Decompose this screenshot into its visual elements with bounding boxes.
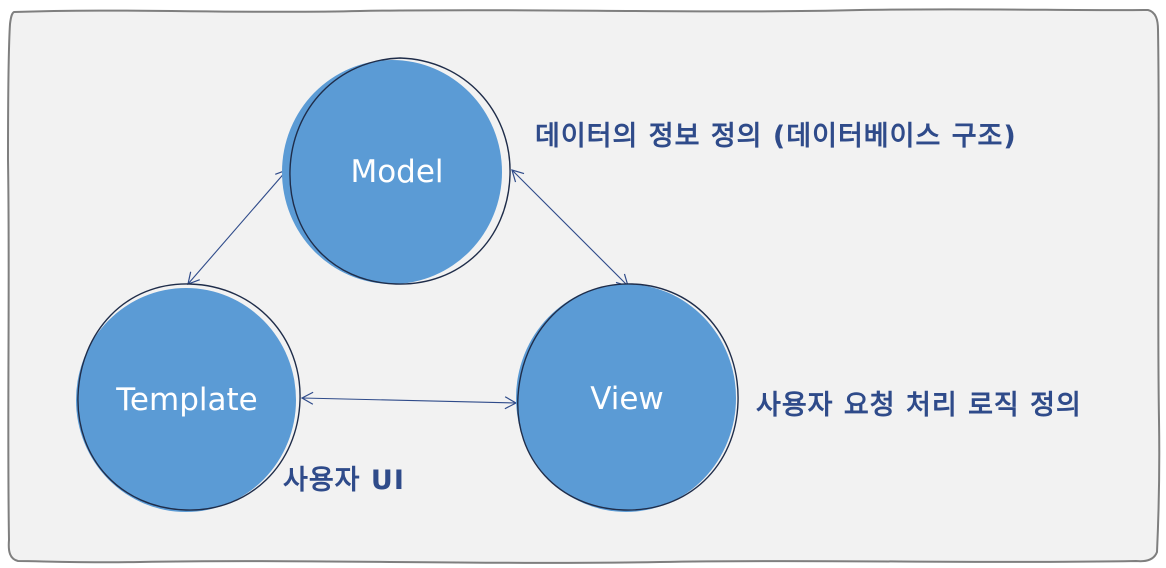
edge-template-view [300, 391, 518, 410]
note-model-description: 데이터의 정보 정의 (데이터베이스 구조) [535, 121, 1017, 152]
note-view-description: 사용자 요청 처리 로직 정의 [756, 390, 1082, 421]
node-model-outline [289, 57, 511, 285]
note-template-description: 사용자 UI [283, 465, 405, 496]
node-template-outline [77, 283, 301, 511]
node-model: Model [282, 57, 511, 285]
node-view-fill [516, 284, 736, 512]
node-model-label: Model [350, 154, 443, 190]
node-template-label: Template [115, 382, 257, 418]
node-view-label: View [590, 381, 664, 417]
node-view-outline [517, 283, 739, 511]
edge-model-template [187, 169, 288, 285]
node-template: Template [76, 283, 301, 512]
edge-model-view [511, 169, 629, 287]
node-view: View [516, 283, 739, 512]
node-model-fill [282, 60, 502, 284]
node-template-fill [76, 288, 296, 512]
